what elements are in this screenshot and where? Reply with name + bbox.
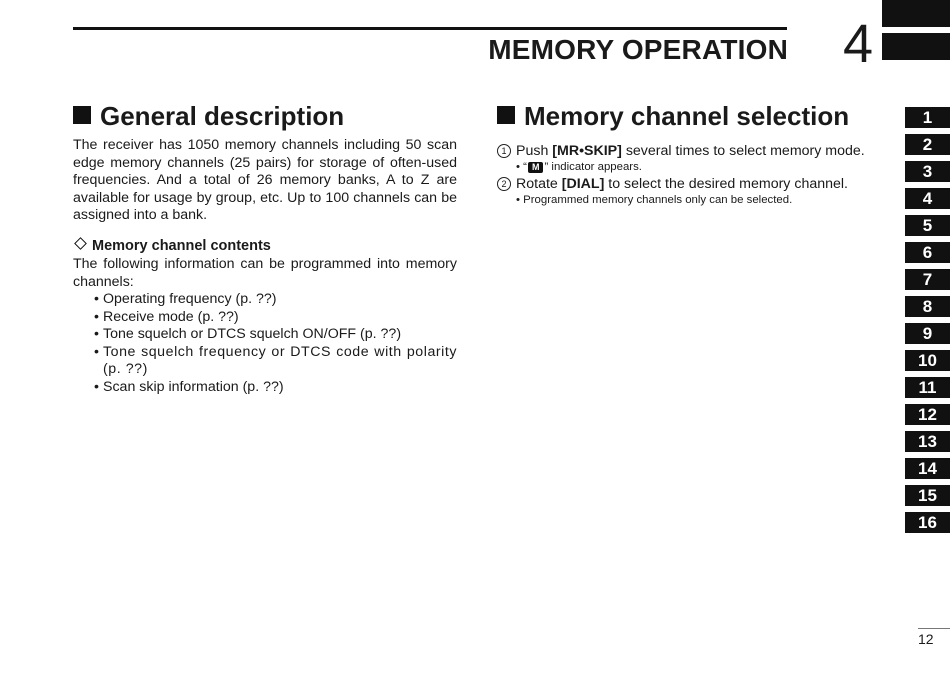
dial-key-label: [DIAL] bbox=[561, 176, 605, 192]
chapter-tab-1[interactable]: 1 bbox=[905, 107, 950, 128]
list-item: Tone squelch frequency or DTCS code with… bbox=[94, 344, 457, 379]
chapter-tab-5[interactable]: 5 bbox=[905, 215, 950, 236]
list-item: Scan skip information (p. ??) bbox=[94, 379, 457, 397]
chapter-tab-12[interactable]: 12 bbox=[905, 404, 950, 425]
general-description-text: The receiver has 1050 memory channels in… bbox=[73, 137, 457, 224]
list-item: Receive mode (p. ??) bbox=[94, 309, 457, 327]
chapter-tab-14[interactable]: 14 bbox=[905, 458, 950, 479]
list-item: Tone squelch or DTCS squelch ON/OFF (p. … bbox=[94, 326, 457, 344]
list-item: Operating frequency (p. ??) bbox=[94, 291, 457, 309]
chapter-tab-16[interactable]: 16 bbox=[905, 512, 950, 533]
memory-indicator-icon: M bbox=[527, 162, 544, 173]
chapter-number: 4 bbox=[843, 14, 874, 74]
chapter-tab-15[interactable]: 15 bbox=[905, 485, 950, 506]
chapter-tab-7[interactable]: 7 bbox=[905, 269, 950, 290]
chapter-tab-11[interactable]: 11 bbox=[905, 377, 950, 398]
chapter-tab-9[interactable]: 9 bbox=[905, 323, 950, 344]
step-number-2: 2 bbox=[497, 177, 511, 191]
memory-channel-contents-heading: Memory channel contents bbox=[73, 237, 271, 254]
footer-rule bbox=[918, 628, 950, 629]
step-1-note: • “M” indicator appears. bbox=[516, 161, 642, 173]
memory-channel-selection-heading: Memory channel selection bbox=[497, 101, 849, 131]
mr-skip-key-label: [MR•SKIP] bbox=[552, 143, 622, 159]
chapter-tab-13[interactable]: 13 bbox=[905, 431, 950, 452]
chapter-marker-top bbox=[882, 0, 950, 27]
square-bullet-icon bbox=[73, 106, 91, 124]
memory-contents-list: Operating frequency (p. ??) Receive mode… bbox=[94, 291, 457, 397]
chapter-title: MEMORY OPERATION bbox=[488, 34, 788, 65]
chapter-tab-3[interactable]: 3 bbox=[905, 161, 950, 182]
step-2-note: • Programmed memory channels only can be… bbox=[516, 194, 793, 206]
square-bullet-icon bbox=[497, 106, 515, 124]
header-rule bbox=[73, 27, 787, 30]
diamond-bullet-icon bbox=[74, 237, 87, 250]
chapter-tab-10[interactable]: 10 bbox=[905, 350, 950, 371]
step-number-1: 1 bbox=[497, 144, 511, 158]
chapter-tab-6[interactable]: 6 bbox=[905, 242, 950, 263]
memory-channel-contents-text: The following information can be program… bbox=[73, 256, 457, 290]
general-description-heading: General description bbox=[73, 101, 344, 131]
page-number: 12 bbox=[918, 631, 934, 647]
chapter-marker-bottom bbox=[882, 33, 950, 60]
chapter-tab-4[interactable]: 4 bbox=[905, 188, 950, 209]
chapter-tab-2[interactable]: 2 bbox=[905, 134, 950, 155]
chapter-tab-8[interactable]: 8 bbox=[905, 296, 950, 317]
